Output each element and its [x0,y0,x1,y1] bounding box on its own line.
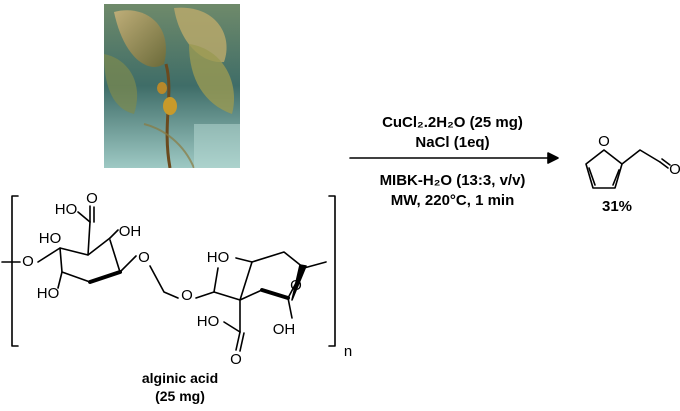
hydroxyl-label-2: HO [37,285,60,302]
furfural-structure [585,149,671,189]
glycosidic-oxygen: O [181,287,193,304]
ring-oxygen-2: O [290,277,302,294]
alginic-acid-structure [1,205,327,352]
hydroxyl-label-3: OH [119,223,142,240]
conditions-solvent: MIBK-H₂O (13:3, v/v) [379,172,526,189]
kelp-photo [104,4,240,168]
conditions-reagent: CuCl₂.2H₂O (25 mg) [382,114,523,131]
aldehyde-oxygen-label: O [669,161,680,178]
carboxyl-ho-label-1: HO [55,201,78,218]
carboxyl-ho-label-2: HO [197,313,220,330]
ring-oxygen-1: O [138,249,150,266]
conditions-heating: MW, 220°C, 1 min [390,192,515,209]
left-bracket [11,195,19,347]
reactant-name: alginic acid [141,370,219,386]
product-yield: 31% [601,198,633,215]
right-bracket [328,195,336,347]
repeat-subscript: n [344,343,352,360]
hydroxyl-label-5: OH [273,321,296,338]
hydroxyl-label-4: HO [207,249,230,266]
left-link-oxygen: O [22,253,34,270]
reaction-arrowhead [547,152,559,164]
reactant-amount: (25 mg) [155,388,205,404]
conditions-additive: NaCl (1eq) [415,134,490,151]
carbonyl-oxygen-2: O [230,351,242,368]
carbonyl-oxygen-1: O [86,190,98,207]
furan-oxygen-label: O [598,133,610,150]
hydroxyl-label-1: HO [39,230,62,247]
